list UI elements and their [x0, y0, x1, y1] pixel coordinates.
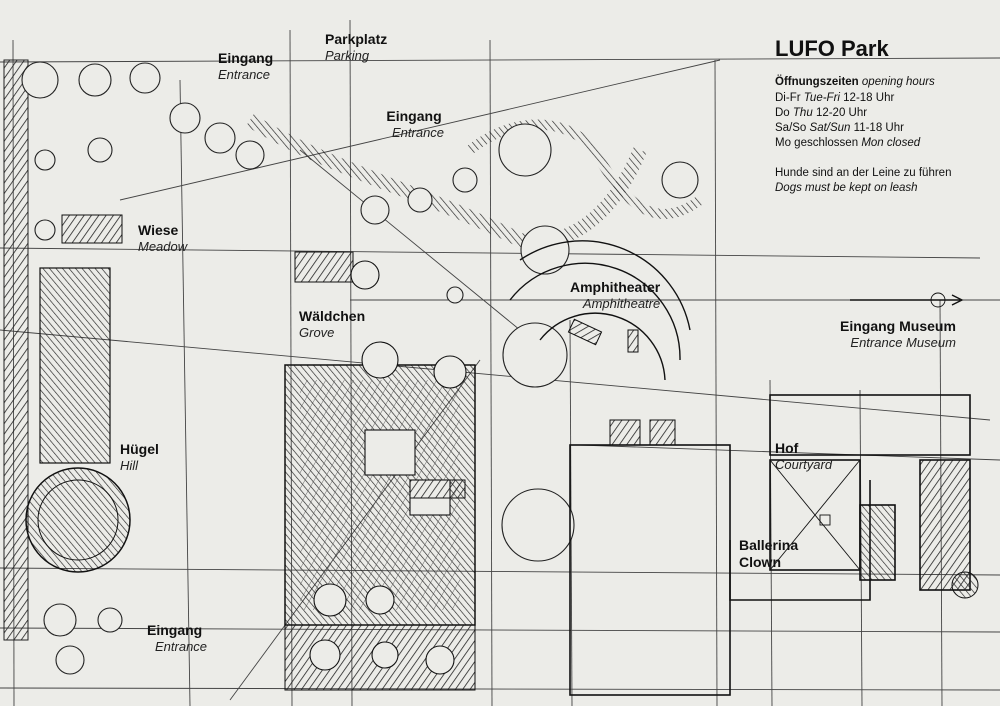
- label-grove: Wäldchen Grove: [299, 308, 365, 340]
- hours-days-de: Sa/So: [775, 122, 807, 135]
- label-en: Hill: [120, 457, 139, 473]
- label-en: Entrance: [155, 638, 208, 654]
- label-entrance-top: Eingang Entrance: [218, 50, 273, 82]
- label-de: Hügel: [120, 441, 159, 457]
- label-hill: Hügel Hill: [120, 441, 159, 473]
- label-ballerina-clown: Ballerina Clown: [739, 537, 798, 571]
- closed-row: Mo geschlossen Mon closed: [775, 136, 951, 151]
- hours-days-en: Sat/Sun: [809, 122, 851, 135]
- hours-time: 11-18 Uhr: [853, 122, 904, 135]
- hours-row: Sa/So Sat/Sun 11-18 Uhr: [775, 121, 951, 136]
- hours-days-en: Thu: [792, 106, 813, 119]
- label-ballerina: Ballerina: [739, 537, 799, 553]
- hours-days-de: Do: [775, 106, 790, 119]
- label-en: Entrance: [218, 66, 271, 82]
- dogs-de: Hunde sind an der Leine zu führen: [775, 166, 952, 179]
- label-de: Parkplatz: [325, 31, 388, 47]
- label-meadow: Wiese Meadow: [138, 222, 187, 254]
- hours-heading-de: Öffnungszeiten: [775, 76, 859, 89]
- label-de: Eingang Museum: [840, 318, 956, 334]
- label-de: Eingang: [218, 50, 274, 66]
- label-museum-entrance: Eingang Museum Entrance Museum: [840, 318, 956, 350]
- closed-en: Mon closed: [861, 137, 921, 150]
- park-info: LUFO Park Öffnungszeiten opening hours D…: [775, 34, 951, 196]
- hours-days-de: Di-Fr: [775, 91, 801, 104]
- hours-days-en: Tue-Fri: [803, 91, 840, 104]
- label-clown: Clown: [739, 553, 781, 570]
- hours-heading: Öffnungszeiten opening hours: [775, 75, 951, 90]
- park-title: LUFO Park: [775, 36, 889, 61]
- label-amphitheatre: Amphitheater Amphitheatre: [570, 279, 660, 311]
- label-de: Eingang: [147, 622, 203, 638]
- label-de: Wäldchen: [299, 308, 366, 324]
- label-de: Wiese: [138, 222, 179, 238]
- label-de: Amphitheater: [570, 279, 661, 295]
- label-en: Entrance: [392, 124, 445, 140]
- label-entrance-bottom: Eingang Entrance: [147, 622, 207, 654]
- label-en: Parking: [325, 47, 370, 63]
- label-de: Eingang: [386, 108, 442, 124]
- label-parking: Parkplatz Parking: [325, 31, 387, 63]
- label-en: Meadow: [138, 238, 188, 254]
- hours-time: 12-18 Uhr: [843, 91, 895, 104]
- dogs-en: Dogs must be kept on leash: [775, 181, 918, 194]
- label-entrance-mid: Eingang Entrance: [384, 108, 444, 140]
- hours-time: 12-20 Uhr: [815, 106, 868, 119]
- label-de: Hof: [775, 440, 799, 456]
- hours-row: Di-Fr Tue-Fri 12-18 Uhr: [775, 91, 951, 106]
- label-en: Courtyard: [775, 456, 833, 472]
- label-en: Entrance Museum: [850, 334, 956, 350]
- hours-heading-en: opening hours: [861, 76, 935, 89]
- label-en: Amphitheatre: [582, 295, 661, 311]
- closed-de: Mo geschlossen: [775, 137, 859, 150]
- label-courtyard: Hof Courtyard: [775, 440, 832, 472]
- hours-row: Do Thu 12-20 Uhr: [775, 106, 951, 121]
- label-en: Grove: [299, 324, 335, 340]
